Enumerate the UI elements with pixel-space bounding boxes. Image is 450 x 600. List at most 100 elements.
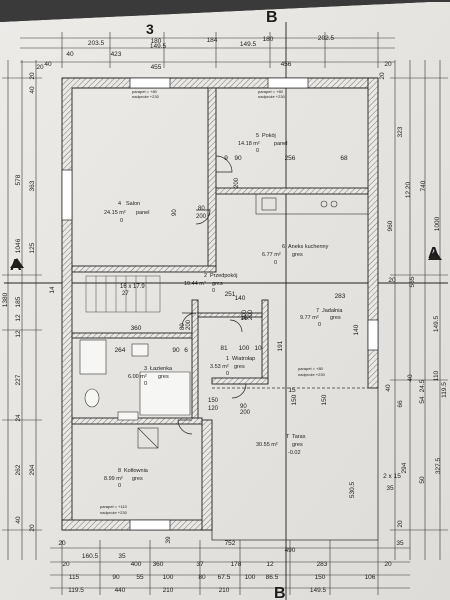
svg-text:150: 150 — [315, 574, 326, 581]
svg-text:nadproże +230: nadproże +230 — [100, 510, 128, 515]
door-pokoj — [215, 155, 233, 173]
svg-text:24.5: 24.5 — [419, 379, 426, 392]
window-kotl — [129, 519, 171, 531]
svg-text:327.5: 327.5 — [435, 457, 442, 474]
svg-text:-0.02: -0.02 — [288, 450, 301, 456]
svg-text:149.5: 149.5 — [240, 41, 257, 48]
svg-text:40: 40 — [29, 86, 36, 94]
section-mark-top: B — [266, 9, 278, 26]
wall-interior-h2 — [71, 265, 217, 273]
svg-text:12.20: 12.20 — [405, 181, 412, 198]
windows — [61, 77, 379, 531]
stairs — [85, 275, 161, 313]
svg-text:parapet = +80: parapet = +80 — [132, 89, 158, 94]
svg-text:3.53 m²: 3.53 m² — [210, 364, 229, 370]
svg-text:90: 90 — [172, 347, 180, 354]
svg-text:Łazienka: Łazienka — [150, 366, 173, 372]
door-entrance — [229, 319, 243, 333]
dims-right: 1000 740 12.20 565 119.5 20 323 960 283 … — [165, 72, 448, 544]
svg-text:40: 40 — [15, 516, 22, 524]
door-wiatrolap — [231, 383, 247, 399]
svg-text:106: 106 — [365, 574, 376, 581]
window-notes: parapet = +80 nadproże +230 parapet = +8… — [100, 89, 326, 515]
svg-text:80: 80 — [180, 323, 186, 330]
svg-text:150: 150 — [291, 394, 298, 405]
svg-text:323: 323 — [397, 126, 404, 137]
svg-text:Pokój: Pokój — [262, 133, 276, 139]
svg-text:115: 115 — [69, 574, 80, 581]
svg-text:5: 5 — [256, 133, 259, 139]
svg-text:80: 80 — [198, 206, 205, 212]
dims-left: 1380 1046 578 20 40 363 125 12 185 12 22… — [2, 61, 188, 532]
svg-text:20: 20 — [384, 61, 392, 68]
svg-text:20: 20 — [384, 561, 392, 568]
svg-text:440: 440 — [115, 587, 126, 594]
svg-text:nadproże +230: nadproże +230 — [132, 94, 160, 99]
svg-text:10: 10 — [254, 345, 262, 352]
svg-text:210: 210 — [163, 587, 174, 594]
svg-text:80: 80 — [198, 574, 206, 581]
svg-text:90: 90 — [112, 574, 120, 581]
window-pokoj — [267, 77, 309, 89]
room-label-aneks: 6 Aneks kuchenny 6.77 m² gres 0 — [262, 244, 329, 266]
svg-text:0: 0 — [274, 260, 277, 266]
svg-text:256: 256 — [285, 155, 296, 162]
svg-text:1380: 1380 — [2, 292, 9, 307]
bathroom-fixtures — [79, 339, 191, 421]
svg-text:6: 6 — [282, 244, 285, 250]
door-dims: 80 200 90 200 80 200 90 200 100 200 120 … — [120, 177, 254, 416]
wall-interior-h5 — [197, 312, 263, 318]
svg-text:gres: gres — [158, 374, 169, 380]
svg-text:20: 20 — [29, 524, 36, 532]
svg-text:6.77 m²: 6.77 m² — [262, 252, 281, 258]
svg-text:185: 185 — [15, 296, 22, 307]
svg-text:24.15 m²: 24.15 m² — [104, 210, 126, 216]
svg-text:0: 0 — [256, 148, 259, 154]
svg-text:150: 150 — [321, 394, 328, 405]
svg-text:227: 227 — [15, 374, 22, 385]
room-label-jadalnia: 7 Jadalnia 9.77 m² gres 0 — [300, 308, 343, 328]
svg-text:0: 0 — [118, 483, 121, 489]
svg-text:456: 456 — [281, 61, 292, 68]
room-label-pokoj: 5 Pokój 14.18 m² panel 0 — [238, 133, 287, 154]
svg-text:565: 565 — [409, 276, 416, 287]
svg-text:100: 100 — [239, 345, 250, 352]
svg-text:0: 0 — [144, 381, 147, 387]
svg-text:90: 90 — [240, 404, 247, 410]
svg-text:160.5: 160.5 — [82, 553, 99, 560]
svg-text:125: 125 — [29, 242, 36, 253]
svg-text:120: 120 — [208, 406, 219, 412]
wall-interior-v1 — [207, 87, 217, 267]
svg-text:202.5: 202.5 — [318, 35, 335, 42]
room-label-wiatrolap: 1 Wiatrołap 3.53 m² gres 0 — [210, 356, 255, 377]
svg-text:363: 363 — [29, 180, 36, 191]
svg-text:Salon: Salon — [126, 201, 140, 207]
wall-interior-h6 — [211, 377, 269, 385]
svg-text:8: 8 — [118, 468, 121, 474]
kitchen-fixtures — [255, 193, 369, 215]
svg-text:119.5: 119.5 — [68, 587, 84, 594]
svg-text:150: 150 — [208, 398, 219, 404]
svg-text:184: 184 — [207, 37, 218, 44]
terrace — [211, 387, 379, 541]
svg-text:90: 90 — [172, 209, 178, 216]
svg-text:283: 283 — [317, 561, 328, 568]
svg-text:490: 490 — [285, 547, 296, 554]
svg-text:nadproże +230: nadproże +230 — [258, 94, 286, 99]
svg-text:9.77 m²: 9.77 m² — [300, 315, 319, 321]
svg-text:2: 2 — [204, 273, 207, 279]
room-label-salon: 4 Salon 24.15 m² panel 0 — [104, 201, 149, 224]
svg-text:200: 200 — [248, 309, 254, 320]
svg-text:37: 37 — [196, 561, 204, 568]
svg-text:14.18 m²: 14.18 m² — [238, 141, 260, 147]
door-kotl — [177, 419, 193, 435]
svg-text:35: 35 — [396, 540, 404, 547]
svg-text:264: 264 — [115, 347, 126, 354]
svg-text:0: 0 — [212, 288, 215, 294]
svg-text:Przedpokój: Przedpokój — [210, 273, 238, 279]
svg-text:1: 1 — [226, 356, 229, 362]
room-label-kotlownia: 8 Kotłownia 8.99 m² gres 0 — [104, 468, 149, 489]
svg-text:360: 360 — [131, 325, 142, 332]
svg-text:262: 262 — [15, 464, 22, 475]
